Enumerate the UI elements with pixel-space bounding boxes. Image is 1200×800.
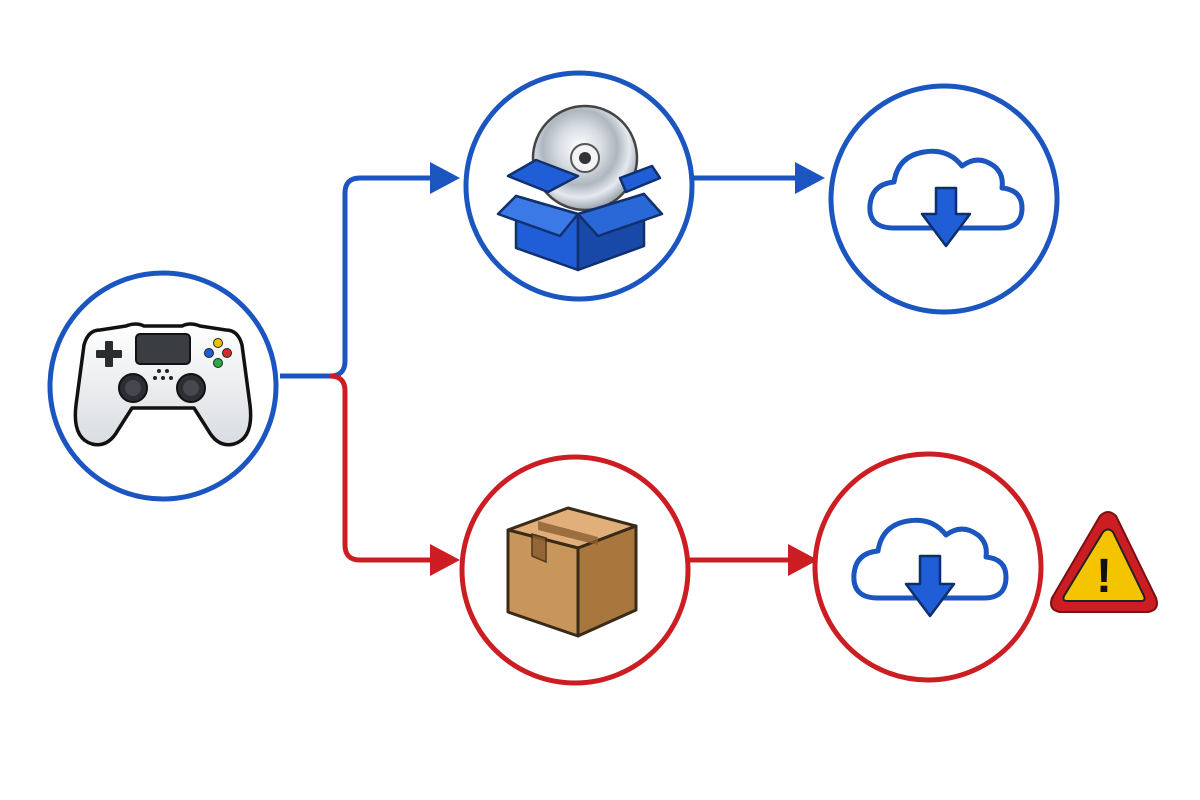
edge-controller-to-disc-box xyxy=(280,162,460,379)
node-cloud-download-top[interactable] xyxy=(828,83,1060,315)
warning-icon: ! xyxy=(1050,511,1158,613)
node-cardboard-box[interactable] xyxy=(459,454,691,686)
arrowhead xyxy=(788,544,818,576)
node-disc-box[interactable] xyxy=(463,70,695,302)
cloud-download-icon xyxy=(851,517,1009,618)
edge-controller-to-cardboard-box xyxy=(329,373,460,576)
arrowhead xyxy=(430,162,460,194)
cloud-download-icon xyxy=(867,148,1025,248)
disc-in-box-icon xyxy=(496,104,664,272)
arrowhead xyxy=(795,162,825,194)
edge-cardboard-box-to-cloud-bottom xyxy=(688,544,818,576)
edge-disc-box-to-cloud-top xyxy=(694,162,825,194)
game-controller-icon xyxy=(73,322,253,447)
cardboard-box-icon xyxy=(506,506,638,638)
warning-glyph: ! xyxy=(1096,550,1112,603)
node-cloud-download-bottom[interactable] xyxy=(812,451,1044,683)
node-controller[interactable] xyxy=(47,270,279,502)
arrowhead xyxy=(430,544,460,576)
